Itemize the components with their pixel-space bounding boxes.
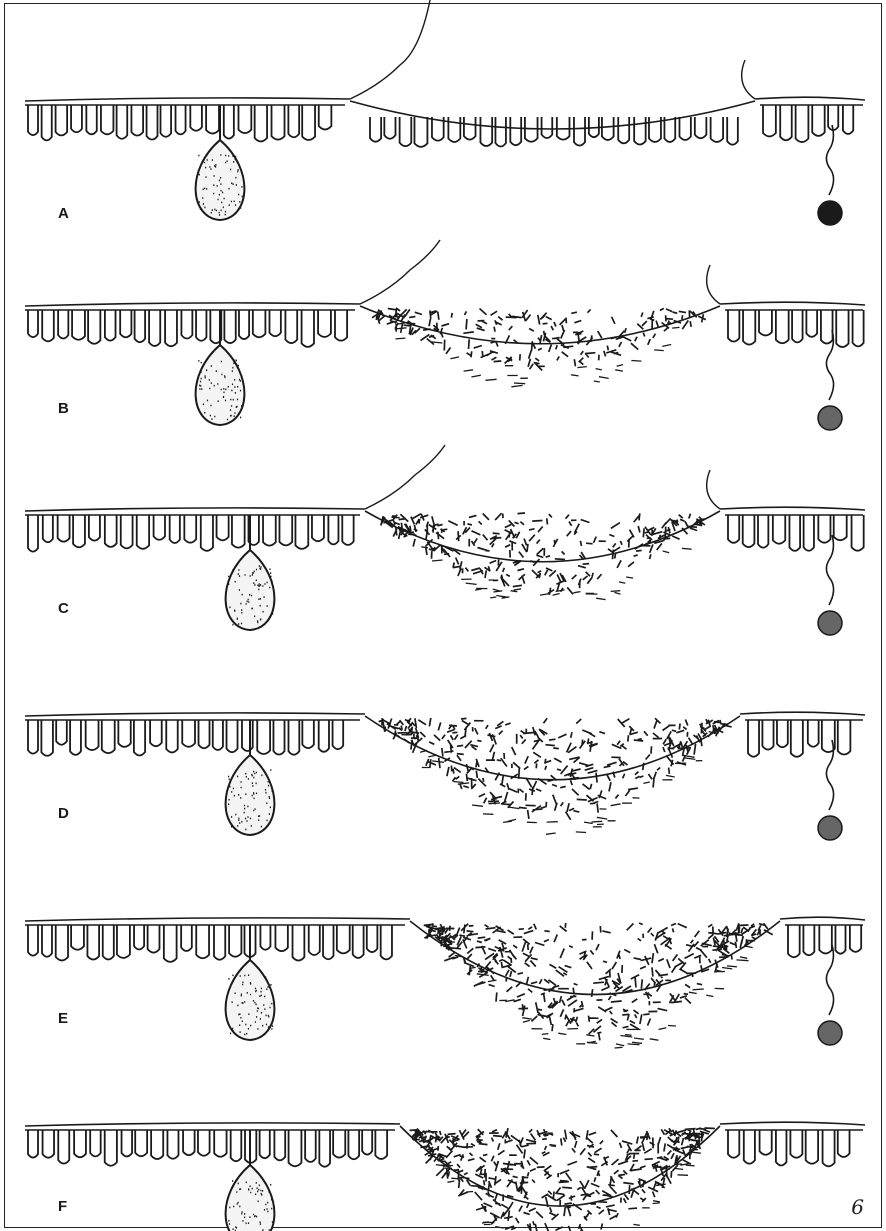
surface-right-e [780, 917, 865, 920]
crypts-right-a [763, 105, 853, 142]
panel-e [20, 855, 870, 1025]
crypts-left-e [28, 925, 392, 962]
panel-label-f: F [58, 1198, 67, 1215]
granulation-tissue-b [372, 308, 706, 371]
panel-b-illustration [20, 240, 870, 410]
surface-right-d [740, 712, 865, 715]
panel-a-illustration [20, 35, 870, 205]
crypts-right-e [788, 925, 861, 957]
wound-crypts-a [370, 117, 738, 147]
gland-c [226, 515, 275, 630]
crypts-right-c [728, 515, 864, 551]
surface-right-c [720, 507, 865, 510]
panel-label-a: A [58, 205, 69, 222]
surface-left-f [25, 1123, 400, 1126]
crypts-left-f [28, 1130, 387, 1167]
duct-a [826, 125, 833, 195]
granulation-tissue-c [381, 513, 705, 595]
surface-left-d [25, 713, 365, 716]
nodule-e [818, 1021, 842, 1045]
panel-label-d: D [58, 805, 69, 822]
surface-left-c [25, 508, 365, 511]
panel-label-c: C [58, 600, 69, 617]
panel-b [20, 240, 870, 410]
crypts-left-d [28, 720, 343, 756]
surface-right-f [720, 1122, 865, 1125]
fibroblasts-d [401, 732, 718, 835]
crypts-left-b [28, 310, 347, 347]
surface-right-a [755, 97, 865, 100]
surface-left-b [25, 303, 360, 306]
panel-label-e: E [58, 1010, 68, 1027]
crypts-left-a [28, 105, 331, 141]
nodule-b [818, 406, 842, 430]
membrane-flap-right-c [707, 470, 720, 509]
panel-c [20, 445, 870, 615]
membrane-flap-left-b [360, 240, 440, 304]
wound-bed-c [365, 511, 720, 562]
duct-c [826, 535, 833, 605]
crypts-right-f [728, 1130, 850, 1166]
panel-d-illustration [20, 650, 870, 820]
nodule-a [818, 201, 842, 225]
granulation-tissue-d [379, 718, 732, 820]
crypts-left-c [28, 515, 354, 552]
membrane-flap-right-b [707, 265, 720, 304]
surface-left-e [25, 918, 410, 921]
gland-b [196, 310, 245, 425]
surface-right-b [720, 302, 865, 305]
panel-f-illustration [20, 1060, 870, 1230]
panel-c-illustration [20, 445, 870, 615]
surface-left-a [25, 98, 350, 101]
nodule-d [818, 816, 842, 840]
fibroblasts-f [436, 1150, 701, 1231]
panel-e-illustration [20, 855, 870, 1025]
page-mark: 6 [851, 1195, 864, 1219]
panel-f [20, 1060, 870, 1230]
granulation-tissue-e [424, 923, 773, 1040]
granulation-tissue-f [410, 1128, 715, 1231]
panel-a [20, 35, 870, 205]
gland-a [196, 105, 245, 220]
panel-d [20, 650, 870, 820]
crypts-right-b [728, 310, 864, 347]
panel-label-b: B [58, 400, 69, 417]
nodule-c [818, 611, 842, 635]
duct-e [826, 945, 833, 1015]
membrane-flap-left-c [365, 445, 445, 509]
crypts-right-d [748, 720, 850, 757]
membrane-flap-right-a [742, 60, 755, 99]
